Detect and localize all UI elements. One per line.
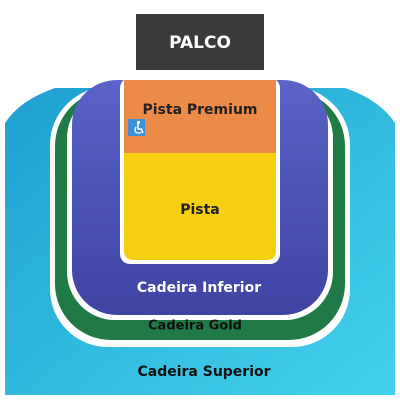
- section-pista[interactable]: [124, 153, 276, 260]
- stage: PALCO: [136, 14, 264, 70]
- cadeira-gold-label: Cadeira Gold: [148, 319, 242, 334]
- wheelchair-icon: [128, 119, 145, 136]
- pista-premium-area[interactable]: [124, 80, 276, 153]
- cadeira-inferior-label: Cadeira Inferior: [137, 280, 261, 296]
- stage-label: PALCO: [169, 33, 231, 53]
- section-pista-premium[interactable]: [124, 80, 276, 153]
- stage-block: [136, 14, 264, 70]
- pista-premium-label: Pista Premium: [142, 102, 257, 118]
- cadeira-superior-label: Cadeira Superior: [137, 364, 270, 380]
- pista-area[interactable]: [124, 153, 276, 260]
- pista-label: Pista: [180, 202, 220, 218]
